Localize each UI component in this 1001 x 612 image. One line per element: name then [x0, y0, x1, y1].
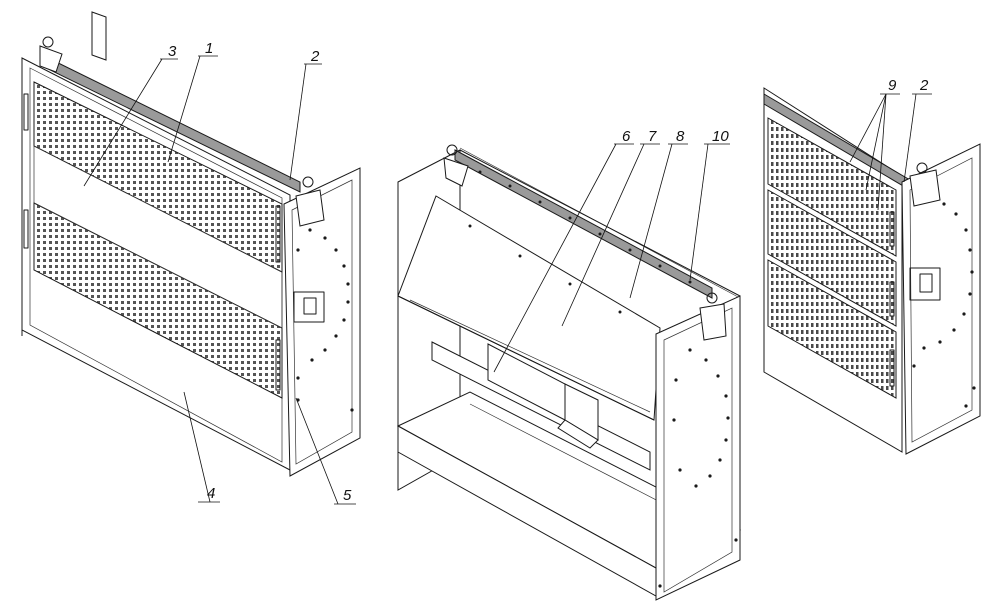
callout-8: 8: [629, 128, 688, 299]
callout-label: 8: [676, 128, 685, 145]
callout-5: 5: [295, 397, 356, 505]
callout-label: 5: [343, 487, 352, 504]
callout-label: 3: [168, 43, 177, 60]
callouts: 1 2 3 4 5 6: [83, 40, 932, 505]
callout-7: 7: [561, 128, 660, 327]
callout-2: 2: [289, 48, 322, 181]
lifting-eye-icon: [443, 144, 469, 187]
callout-label: 1: [205, 40, 213, 57]
right-unit: [763, 87, 981, 455]
callout-label: 4: [207, 485, 215, 502]
callout-label: 6: [622, 128, 631, 145]
callout-9: 9: [849, 77, 900, 211]
middle-unit: [396, 144, 742, 601]
lifting-eye-icon: [295, 176, 325, 227]
left-unit: [21, 11, 361, 477]
bolt-pattern: [296, 228, 354, 412]
callout-6: 6: [493, 128, 634, 373]
bolt-pattern: [468, 170, 738, 588]
lifting-eye-icon: [699, 292, 727, 341]
lifting-eye-icon: [39, 36, 63, 73]
callout-label: 2: [310, 48, 320, 65]
callout-label: 7: [648, 128, 657, 145]
callout-1: 1: [167, 40, 218, 163]
lifting-eye-icon: [909, 162, 941, 207]
bolt-pattern: [912, 202, 976, 408]
callout-4: 4: [183, 391, 220, 503]
handle-icon: [293, 291, 325, 323]
callout-label: 10: [712, 128, 729, 145]
handle-icon: [909, 267, 941, 301]
callout-label: 9: [888, 77, 897, 94]
callout-10: 10: [689, 128, 730, 281]
callout-2-right: 2: [903, 77, 932, 183]
callout-label: 2: [919, 77, 929, 94]
callout-3: 3: [83, 43, 178, 187]
